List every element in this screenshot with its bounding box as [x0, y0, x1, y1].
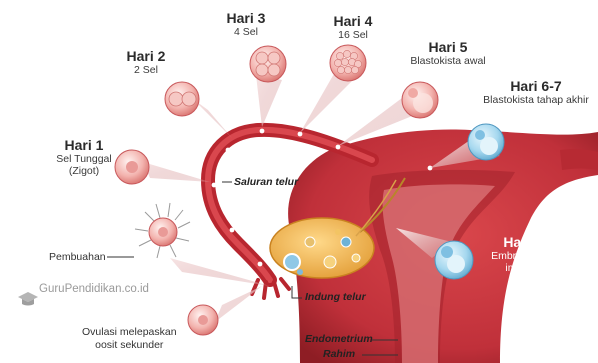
four-cell-embryo — [250, 46, 286, 82]
stage-day-desc: 2 Sel — [118, 64, 174, 76]
watermark: GuruPendidikan.co.id — [12, 283, 149, 295]
stage-day-8-9: Hari 8-9 Embrio memulai implantasi — [484, 234, 574, 274]
sixteen-cell-morula — [330, 45, 366, 81]
label-endometrium: Endometrium — [305, 333, 373, 345]
stage-day-6-7: Hari 6-7 Blastokista tahap akhir — [476, 78, 596, 106]
stage-day-title: Hari 1 — [48, 137, 120, 153]
stage-day-title: Hari 2 — [118, 48, 174, 64]
stage-day-title: Hari 3 — [218, 10, 274, 26]
early-blastocyst — [402, 82, 438, 118]
label-ovulasi: Ovulasi melepaskan oosit sekunder — [82, 326, 177, 351]
stage-day-title: Hari 8-9 — [484, 234, 574, 250]
stage-day-3: Hari 3 4 Sel — [218, 10, 274, 38]
stage-day-desc: Blastokista awal — [400, 55, 496, 67]
ovulated-oocyte — [188, 305, 218, 335]
right-tube-stub — [560, 149, 598, 170]
stage-day-title: Hari 4 — [322, 13, 384, 29]
label-rahim: Rahim — [323, 348, 355, 360]
stage-day-desc: 4 Sel — [218, 26, 274, 38]
stage-day-5: Hari 5 Blastokista awal — [400, 39, 496, 67]
watermark-text: GuruPendidikan.co.id — [39, 283, 149, 295]
stage-day-title: Hari 5 — [400, 39, 496, 55]
label-indung-telur: Indung telur — [305, 291, 366, 303]
label-saluran-telur: Saluran telur — [234, 176, 298, 188]
stage-day-desc: Embrio memulai implantasi — [484, 250, 574, 274]
stage-day-desc: Sel Tunggal (Zigot) — [48, 153, 120, 177]
label-pembuahan: Pembuahan — [49, 251, 106, 264]
stage-day-1: Hari 1 Sel Tunggal (Zigot) — [48, 137, 120, 177]
zygot-cell — [115, 150, 149, 184]
fertilization-illustration — [135, 203, 190, 258]
stage-day-2: Hari 2 2 Sel — [118, 48, 174, 76]
two-cell-embryo — [165, 82, 199, 116]
stage-day-desc: 16 Sel — [322, 29, 384, 41]
ovary — [270, 218, 374, 278]
stage-day-desc: Blastokista tahap akhir — [476, 94, 596, 106]
late-blastocyst — [468, 124, 504, 160]
implanting-embryo — [435, 241, 473, 279]
stage-day-title: Hari 6-7 — [476, 78, 596, 94]
stage-day-4: Hari 4 16 Sel — [322, 13, 384, 41]
